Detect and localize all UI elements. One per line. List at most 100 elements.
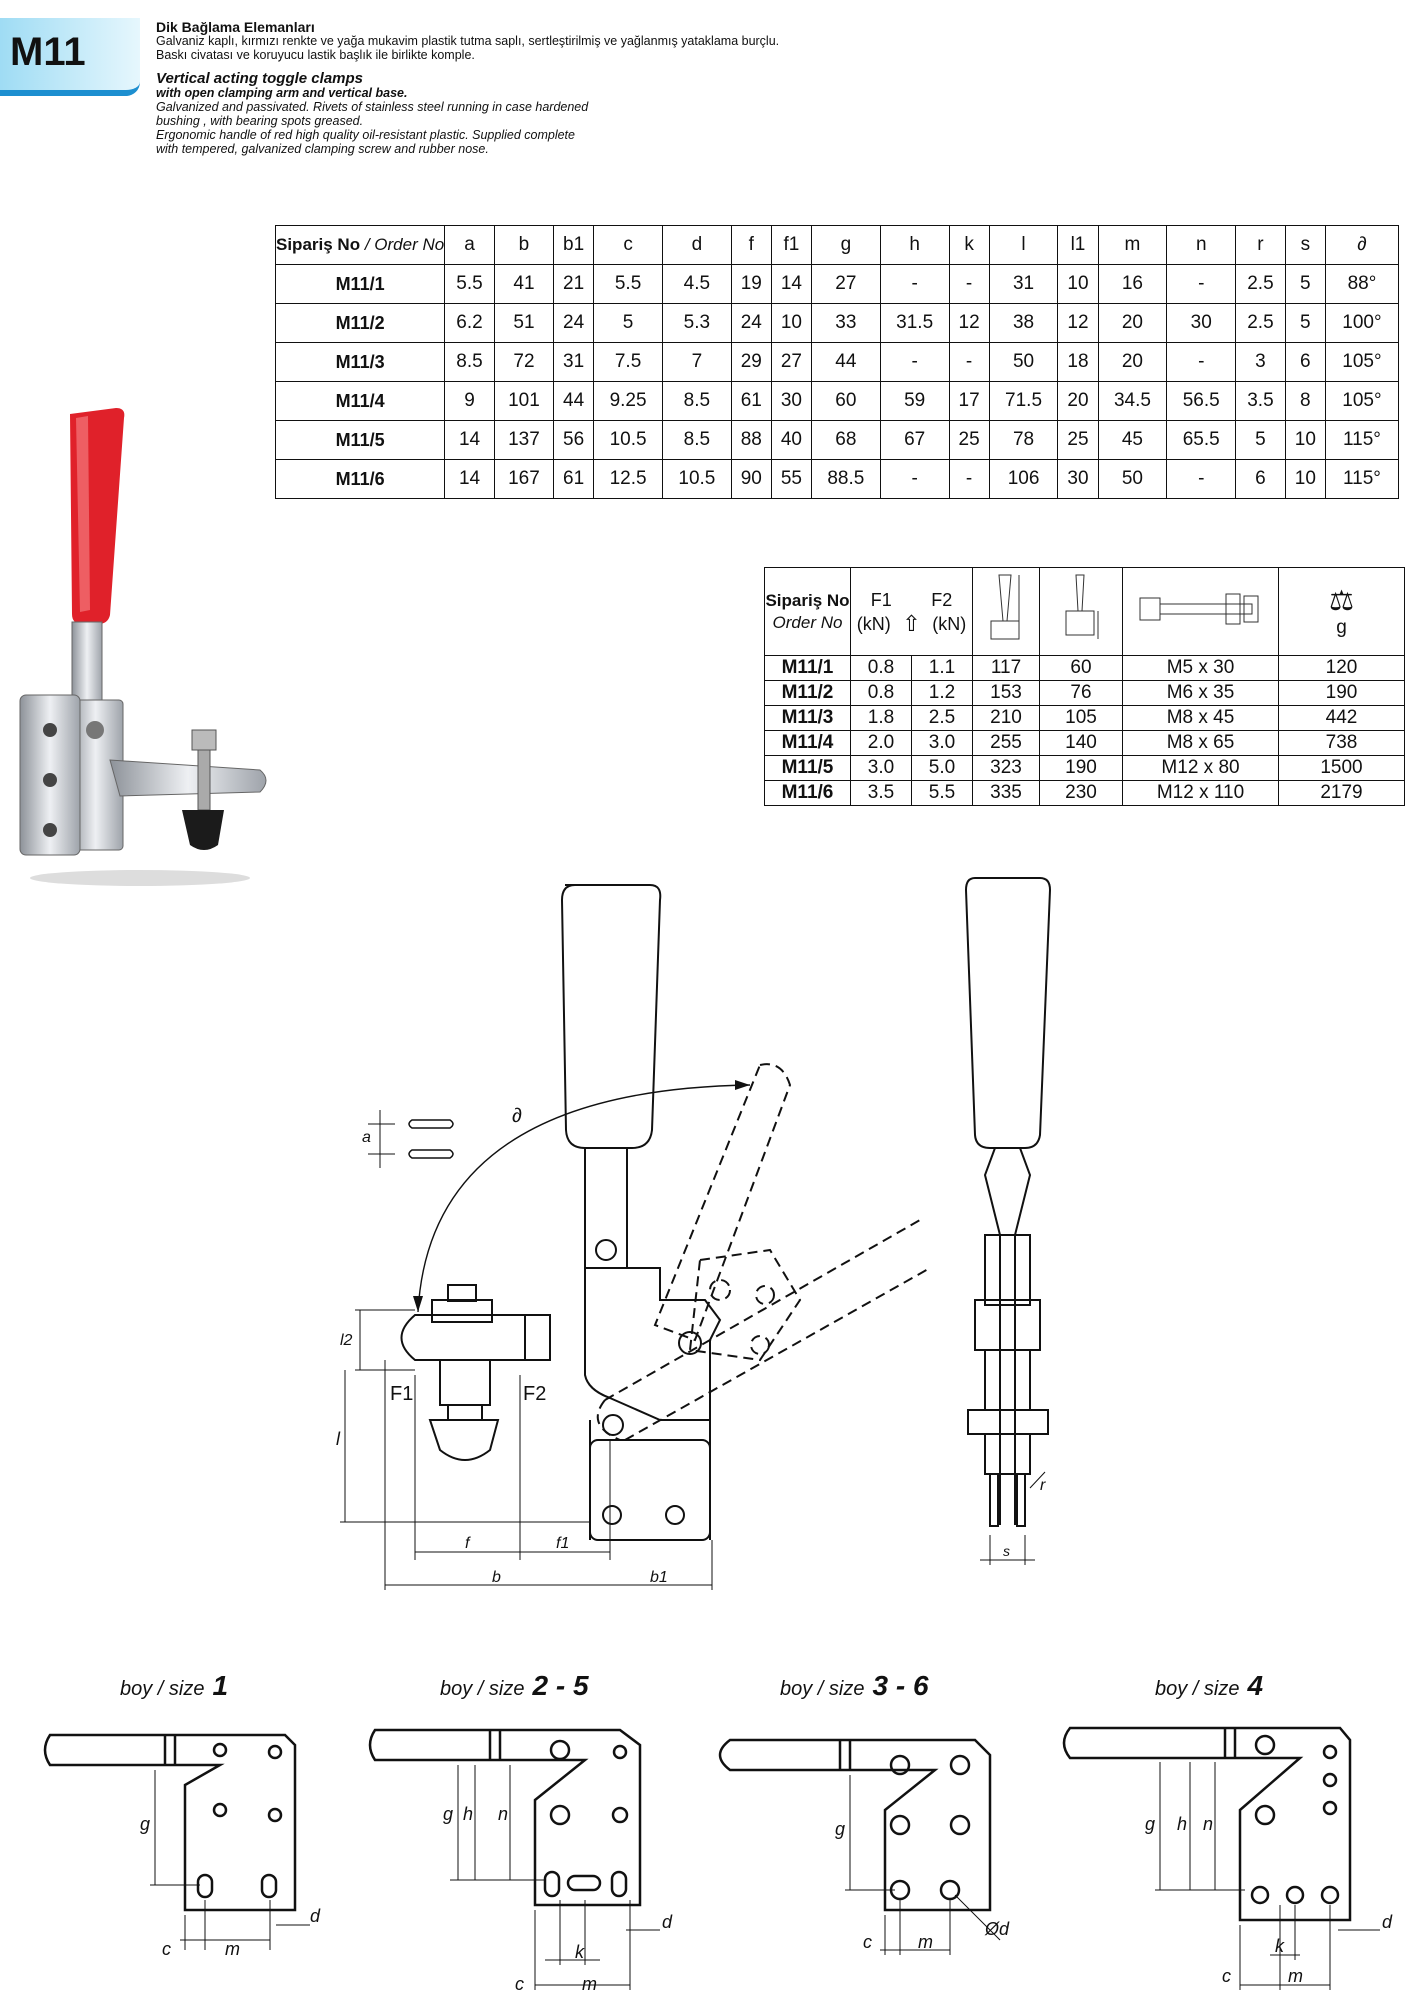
tr-title: Dik Bağlama Elemanları (156, 19, 315, 35)
force-order-label-en: Order No (772, 612, 843, 632)
dim-cell: 78 (988, 420, 1059, 460)
dim-cell: - (879, 459, 950, 499)
dim-cell: 115° (1324, 420, 1400, 460)
dim-cell: 24 (553, 303, 595, 343)
dim-cell: 5.5 (593, 264, 663, 304)
dim-cell: 88 (730, 420, 772, 460)
dim-cell: 6.2 (444, 303, 495, 343)
force-cell-weight: 190 (1278, 680, 1405, 706)
dim-col-header: m (1097, 225, 1168, 265)
f1-label: F1 (870, 589, 892, 610)
up-arrow-icon: ⇧ (902, 610, 921, 636)
dim-cell: 38 (988, 303, 1059, 343)
dim-cell: - (879, 264, 950, 304)
size4-dim-m: m (1288, 1966, 1303, 1986)
dim-cell: 5 (1235, 420, 1286, 460)
en-subtitle: with open clamping arm and vertical base… (156, 86, 408, 100)
order-no-header: Sipariş No / Order No (274, 225, 446, 265)
dim-cell: 56 (553, 420, 595, 460)
handle-outline (560, 884, 662, 1149)
force-order-label-tr: Sipariş No (765, 590, 850, 610)
size4-dim-k: k (1275, 1936, 1285, 1956)
dim-cell: 34.5 (1097, 381, 1168, 421)
f2-label: F2 (931, 589, 953, 610)
force-cell-weight: 2179 (1278, 780, 1405, 806)
dim-col-header: c (593, 225, 663, 265)
dim-cell: 7 (661, 342, 732, 382)
size3-dim-c: c (863, 1932, 872, 1952)
dim-col-header: d (661, 225, 732, 265)
force-cell-id: M11/5 (764, 755, 851, 781)
technical-drawing: ∂ a l2 l F1 F2 f f1 b b1 r s (336, 877, 1052, 1590)
dim-col-header: ∂ (1324, 225, 1400, 265)
size1-dim-m: m (225, 1939, 240, 1959)
dim-cell: 2.5 (1235, 264, 1286, 304)
dim-cell: 5.3 (661, 303, 732, 343)
dim-cell: 30 (1057, 459, 1099, 499)
product-photo (19, 408, 267, 886)
dim-cell: 9.25 (593, 381, 663, 421)
dim-cell: 25 (1057, 420, 1099, 460)
force-cell-id: M11/1 (764, 655, 851, 681)
force-cell-weight: 120 (1278, 655, 1405, 681)
size1-dim-g: g (140, 1814, 150, 1834)
size2-dim-d: d (662, 1912, 673, 1932)
dim-cell: 100° (1324, 303, 1400, 343)
force-cell-f2: 2.5 (911, 705, 973, 731)
force-cell-h2: 105 (1039, 705, 1123, 731)
dim-col-header: h (879, 225, 950, 265)
dim-cell: 71.5 (988, 381, 1059, 421)
dim-cell: - (1166, 264, 1237, 304)
dim-cell: 44 (810, 342, 881, 382)
size4-dim-h: h (1177, 1814, 1187, 1834)
clamp-closed-height-icon (1065, 574, 1099, 639)
base-size-2-5 (368, 1728, 660, 1990)
force-cell-f1: 0.8 (850, 655, 912, 681)
dim-cell: 20 (1097, 342, 1168, 382)
dim-cell: 115° (1324, 459, 1400, 499)
dim-cell: 59 (879, 381, 950, 421)
dim-col-header: f1 (770, 225, 812, 265)
dim-col-header: b1 (553, 225, 595, 265)
force-cell-screw: M8 x 45 (1122, 705, 1279, 731)
rubber-nose (182, 810, 224, 850)
force-cell-f1: 3.5 (850, 780, 912, 806)
force-cell-h1: 210 (972, 705, 1040, 731)
en-desc-4: with tempered, galvanized clamping screw… (156, 142, 489, 156)
dim-row-id: M11/2 (274, 303, 446, 343)
dim-cell: 137 (493, 420, 555, 460)
screw-icon (1139, 593, 1258, 624)
dim-cell: 88.5 (810, 459, 881, 499)
dim-cell: 21 (553, 264, 595, 304)
dim-cell: 6 (1284, 342, 1326, 382)
force-cell-f1: 1.8 (850, 705, 912, 731)
dim-cell: 20 (1097, 303, 1168, 343)
dim-cell: - (948, 264, 990, 304)
dim-col-header: g (810, 225, 881, 265)
dim-f1-label: f1 (556, 1535, 569, 1552)
dim-cell: - (1166, 459, 1237, 499)
dim-cell: 14 (444, 420, 495, 460)
height-closed-icon-header (1039, 567, 1123, 656)
screw-icon-header (1122, 567, 1279, 656)
dim-cell: 31.5 (879, 303, 950, 343)
dim-s-label: s (1003, 1543, 1010, 1559)
base-size-3-6 (718, 1738, 1001, 1955)
dim-cell: 9 (444, 381, 495, 421)
dim-cell: 106 (988, 459, 1059, 499)
dim-row-id: M11/6 (274, 459, 446, 499)
dim-row-id: M11/5 (274, 420, 446, 460)
dim-col-header: a (444, 225, 495, 265)
dim-cell: 101 (493, 381, 555, 421)
force-cell-id: M11/6 (764, 780, 851, 806)
dim-cell: 8.5 (444, 342, 495, 382)
dim-b-label: b (492, 1569, 501, 1586)
dim-col-header: r (1235, 225, 1286, 265)
kn2-label: (kN) (932, 613, 967, 634)
f1-force-label: F1 (390, 1383, 413, 1405)
